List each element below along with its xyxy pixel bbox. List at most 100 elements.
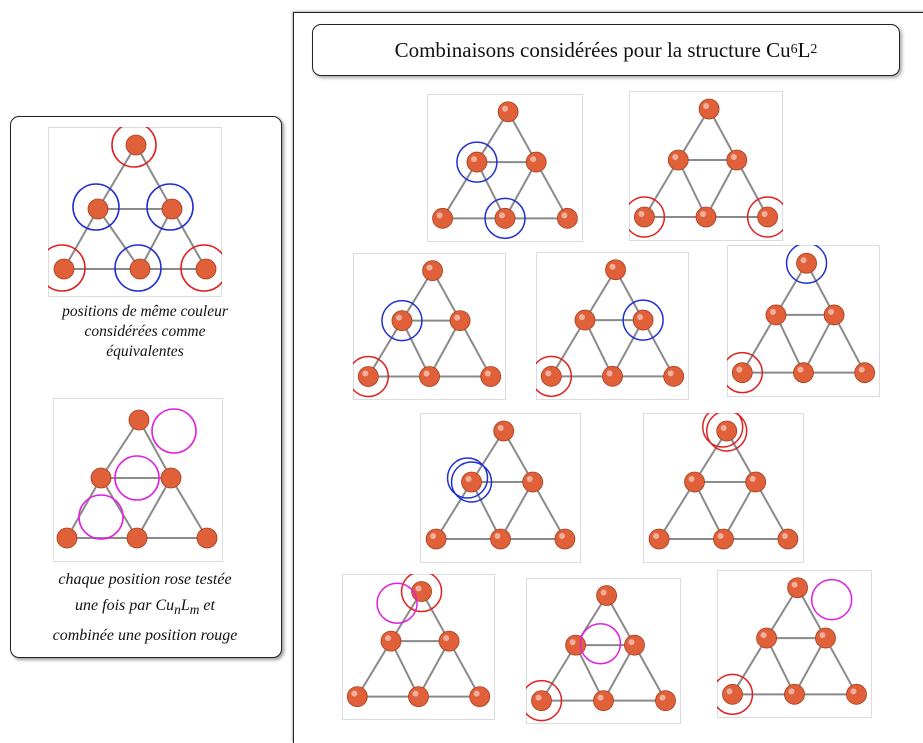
blue-position-marker [450, 461, 493, 503]
atom-highlight [653, 533, 660, 539]
atom-highlight [578, 314, 585, 321]
bond-line [643, 159, 680, 218]
copper-atom [854, 362, 876, 384]
atom-highlight [395, 314, 402, 321]
copper-atom [784, 683, 805, 705]
combination-diagram-6 [420, 413, 581, 563]
atom-highlight [791, 581, 798, 588]
copper-atom [480, 366, 502, 387]
blue-position-marker [484, 197, 526, 240]
copper-atom [765, 304, 787, 326]
bond-line [765, 637, 796, 695]
copper-atom [602, 365, 623, 387]
caption-line: combinée une position rouge [52, 627, 238, 645]
copper-atom [391, 310, 413, 332]
copper-atom [815, 627, 836, 649]
copper-atom [540, 365, 562, 387]
copper-atom [648, 528, 670, 550]
atom-highlight [426, 264, 433, 271]
atom-highlight [726, 688, 733, 695]
copper-atom [461, 471, 482, 493]
atom-highlight [730, 154, 737, 160]
atom-highlight [600, 589, 607, 596]
atom-highlight [484, 370, 491, 377]
pink-position-marker [810, 578, 853, 621]
copper-atom [425, 528, 447, 550]
atom-highlight [717, 533, 724, 539]
atom-highlight [736, 366, 743, 373]
atom-highlight [797, 366, 804, 373]
combination-diagram-1 [427, 94, 583, 242]
copper-atom [684, 471, 705, 493]
copper-atom [605, 259, 626, 281]
bond-line [633, 644, 667, 702]
atom-highlight [819, 632, 826, 639]
copper-atom [695, 206, 717, 228]
atom-highlight [749, 476, 756, 482]
legend-equivalence-diagram [48, 127, 222, 297]
combination-diagram-8 [342, 574, 495, 720]
atom-highlight [384, 635, 391, 642]
bond-line [499, 481, 534, 540]
bond-line [584, 319, 614, 377]
caption-line: considérées comme [84, 323, 206, 340]
copper-atom [698, 98, 720, 120]
bond-line [793, 637, 827, 695]
copper-atom [796, 252, 817, 274]
bond-line [693, 481, 725, 540]
atom-highlight [638, 211, 645, 217]
bond-line [417, 640, 450, 698]
atom-highlight [858, 366, 865, 373]
copper-atom [380, 630, 402, 652]
copper-atom [574, 309, 596, 331]
bond-line [435, 481, 473, 540]
copper-atom [494, 207, 516, 229]
atom-highlight [609, 263, 616, 270]
bond-line [441, 161, 478, 219]
atom-highlight [526, 476, 533, 482]
combination-diagram-4 [536, 252, 689, 400]
atom-highlight [788, 688, 795, 695]
atom-highlight [703, 103, 710, 109]
copper-atom [726, 149, 748, 171]
blue-position-marker [381, 299, 423, 342]
copper-atom [667, 149, 689, 171]
atom-highlight [454, 314, 461, 321]
copper-atom [713, 528, 734, 550]
copper-atom [756, 627, 777, 649]
copper-atom [493, 420, 515, 442]
atom-highlight [423, 370, 430, 377]
copper-atom [419, 366, 440, 387]
pink-position-marker [579, 622, 622, 665]
combination-diagram-3 [353, 253, 506, 400]
copper-atom [722, 683, 743, 705]
copper-atom [757, 206, 779, 228]
atom-highlight [502, 105, 509, 112]
copper-atom [633, 206, 655, 228]
copper-atom [556, 207, 578, 229]
atom-highlight [499, 212, 505, 219]
combination-diagram-2 [629, 91, 783, 241]
atom-highlight [597, 694, 604, 701]
legend-caption-pink: chaque position rose testée une fois par… [12, 567, 278, 649]
legend-pink-diagram [53, 398, 223, 562]
atom-highlight [781, 533, 788, 539]
atom-highlight [436, 212, 443, 219]
combinations-panel [293, 12, 923, 743]
combination-diagram-7 [643, 413, 804, 563]
atom-highlight [569, 639, 576, 646]
red-position-marker [727, 351, 764, 394]
blue-position-marker [446, 457, 489, 499]
atom-highlight [497, 425, 504, 431]
copper-atom [663, 365, 685, 387]
bond-line [428, 320, 461, 377]
caption-line: une fois par CunLm et [75, 597, 215, 618]
copper-atom [408, 686, 429, 708]
bond-line [504, 161, 538, 219]
red-position-marker [353, 355, 390, 398]
copper-atom [777, 528, 799, 550]
red-position-marker [746, 196, 783, 238]
atom-highlight [760, 632, 767, 639]
bond-line [735, 159, 769, 218]
copper-atom [731, 362, 753, 384]
